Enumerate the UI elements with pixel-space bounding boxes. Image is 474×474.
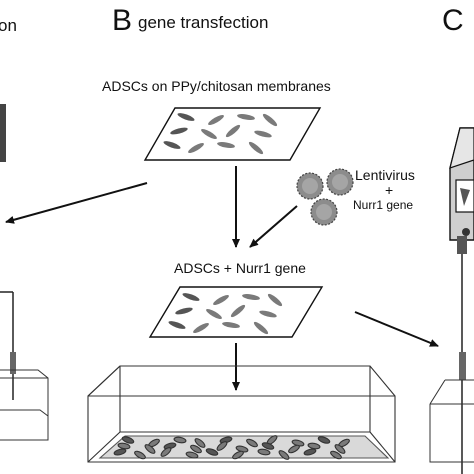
arrow-b-to-c (354, 311, 439, 347)
cell (225, 124, 241, 138)
cell (185, 451, 199, 459)
nurr1-gene-label: Nurr1 gene (353, 198, 414, 212)
cell (254, 130, 272, 138)
panel-a-dish (0, 369, 49, 441)
cell (334, 444, 346, 454)
panel-c-dish (429, 379, 474, 463)
cell (170, 127, 188, 135)
cell (267, 293, 283, 307)
cell (248, 141, 264, 155)
cell (222, 322, 240, 328)
panel-a-title-fragment: on (0, 16, 17, 35)
virus-particle (310, 198, 338, 226)
cell (278, 450, 290, 460)
device-knob (462, 228, 470, 236)
cell (261, 442, 275, 450)
cells-dish (113, 435, 350, 460)
cell (113, 448, 127, 456)
cell (134, 450, 146, 460)
cell (253, 321, 269, 335)
panel-c-fragment (429, 127, 474, 474)
cell (237, 114, 255, 120)
cell (206, 308, 222, 320)
cell (257, 448, 271, 456)
cell (232, 450, 244, 460)
cell (163, 141, 181, 149)
cell (188, 142, 204, 154)
membrane-top (143, 107, 322, 161)
cell (168, 321, 186, 329)
cell (230, 304, 246, 318)
cell (177, 113, 195, 121)
cell (190, 444, 202, 454)
cell (217, 142, 235, 148)
cells-transfected (168, 293, 283, 335)
cell (194, 438, 206, 448)
cell (288, 444, 300, 454)
virus-particle (296, 172, 324, 200)
membrane-label: ADSCs on PPy/chitosan membranes (102, 78, 331, 94)
panel-c-connector (457, 236, 467, 254)
transfected-label: ADSCs + Nurr1 gene (174, 260, 306, 276)
culture-dish (87, 365, 396, 463)
panel-c-electrode (459, 352, 466, 380)
lentivirus-label: Lentivirus (355, 167, 415, 183)
plus-sign: + (385, 182, 394, 198)
cell (182, 293, 200, 301)
cell (216, 441, 228, 451)
panel-c-letter: C (442, 4, 464, 37)
cell (144, 444, 156, 454)
cell (201, 128, 217, 140)
cell (246, 438, 258, 448)
cell (330, 450, 342, 460)
arrow-panel-b-to-a (5, 182, 148, 224)
cell (259, 310, 277, 318)
cell (175, 307, 193, 315)
cell (208, 114, 224, 126)
membrane-transfected (148, 286, 324, 338)
cell (205, 448, 219, 456)
panel-a-fragment (0, 104, 148, 441)
cell (160, 447, 172, 457)
panel-b-letter: B (112, 4, 133, 37)
panel-a-device-edge (0, 104, 6, 162)
cell (193, 322, 209, 334)
cells-top (163, 113, 278, 155)
cell (213, 294, 229, 306)
panel-b-title: gene transfection (138, 13, 269, 32)
cell (173, 436, 187, 444)
panel-a-electrode (10, 352, 16, 374)
cell (317, 436, 331, 444)
virus-particle (326, 168, 354, 196)
cell (121, 436, 135, 444)
cell (303, 448, 317, 456)
cell (262, 113, 278, 127)
cell (242, 294, 260, 300)
lentivirus-particles (296, 168, 354, 226)
arrow-virus-to-cells (249, 205, 298, 248)
